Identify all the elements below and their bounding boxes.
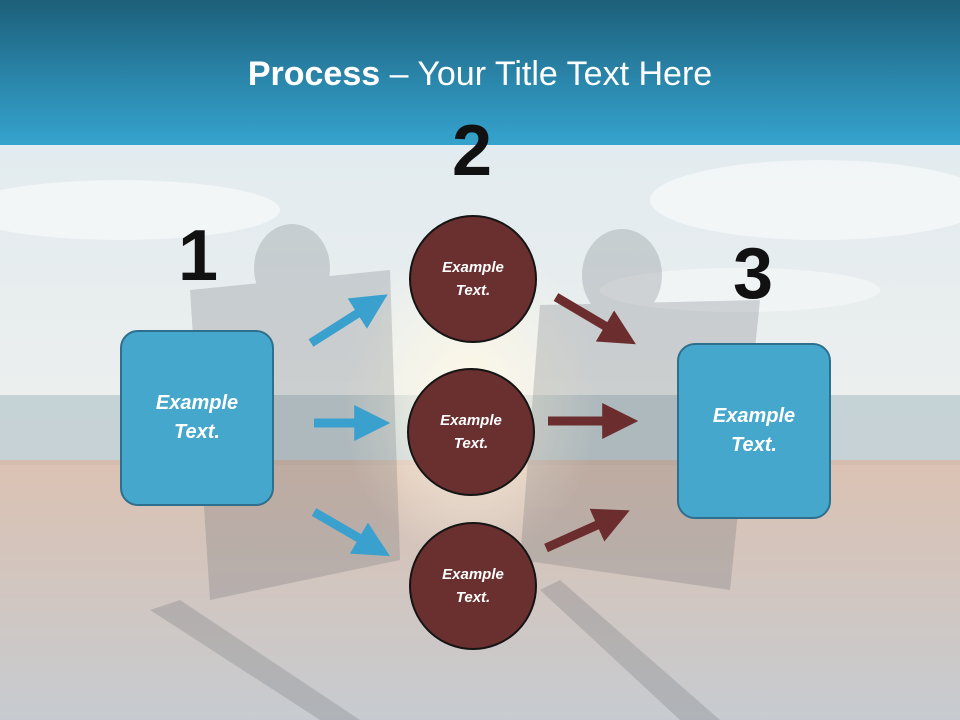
header-bar [0, 0, 960, 145]
arrow-blue-down-icon [311, 508, 391, 557]
step-number-3: 3 [732, 234, 774, 314]
step-2-circle-top: Example Text. [409, 215, 537, 343]
step-2-circle-middle: Example Text. [407, 368, 535, 496]
arrow-blue-up-icon [308, 294, 388, 347]
circle-bottom-label: Example Text. [442, 566, 504, 606]
step-1-box: Example Text. [120, 330, 274, 506]
step-3-label: Example Text. [712, 405, 796, 456]
circle-middle-label: Example Text. [440, 412, 502, 452]
step-2-circle-bottom: Example Text. [409, 522, 537, 650]
arrow-red-up-icon [544, 508, 630, 553]
step-1-label: Example Text. [155, 392, 239, 443]
title-rest: – Your Title Text Here [380, 55, 713, 93]
step-number-2: 2 [451, 111, 493, 191]
circle-top-label: Example Text. [442, 259, 504, 299]
step-number-1: 1 [177, 216, 219, 296]
slide-title: Process – Your Title Text Here [0, 52, 960, 96]
title-bold: Process [247, 55, 381, 93]
arrow-red-down-icon [553, 293, 636, 345]
step-3-box: Example Text. [677, 343, 831, 519]
